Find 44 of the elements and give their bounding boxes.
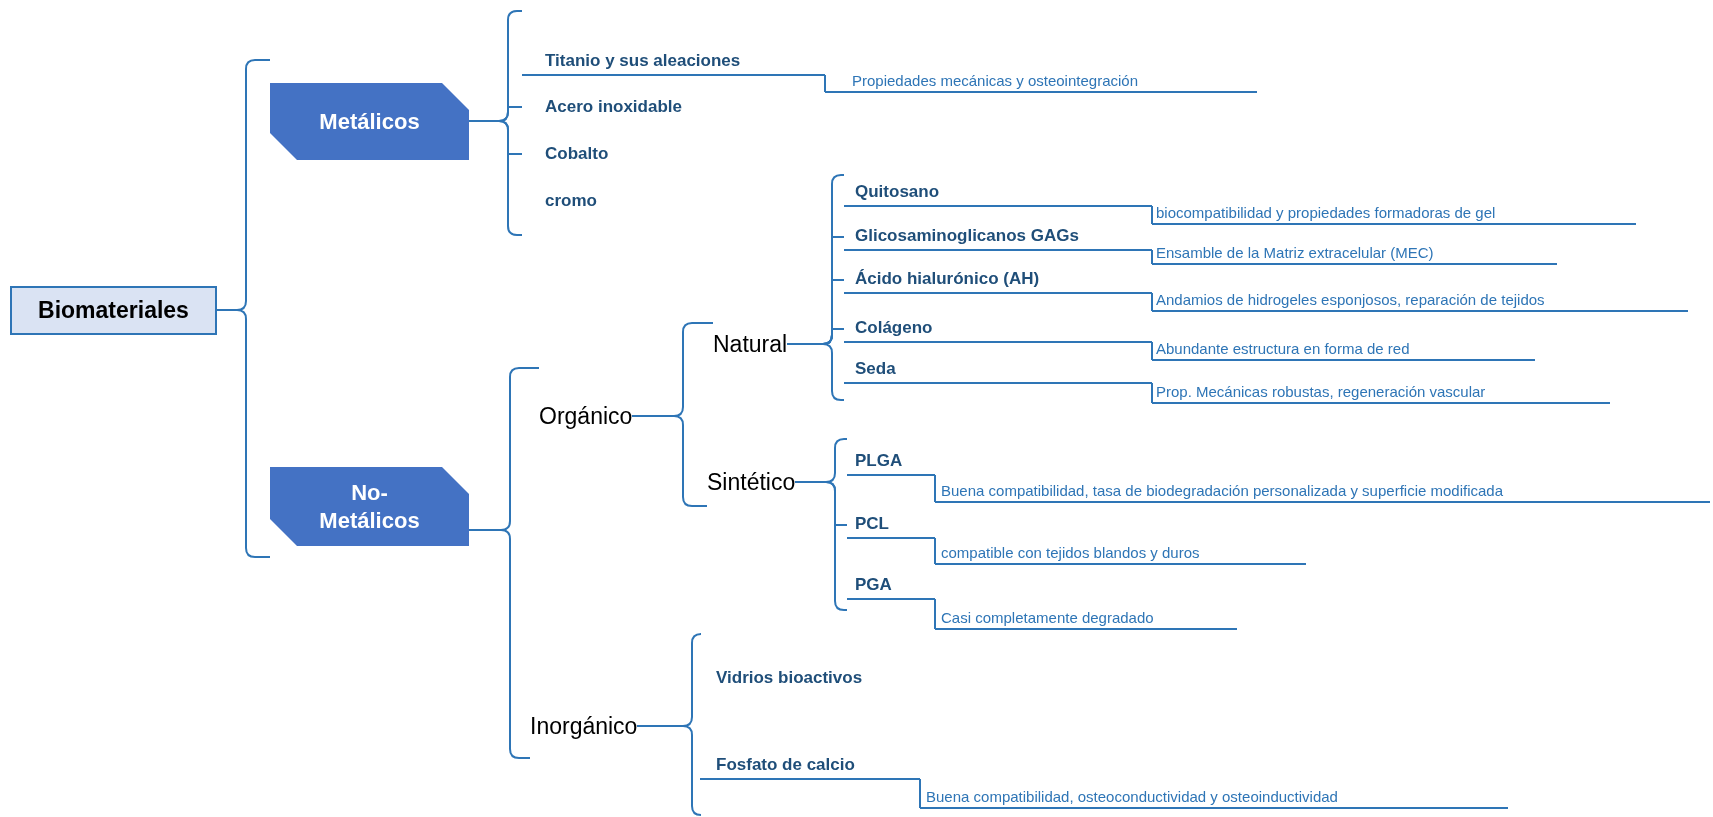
step-connector	[1151, 292, 1153, 312]
property-note: Propiedades mecánicas y osteointegración	[825, 71, 1257, 93]
property-note: Prop. Mecánicas robustas, regeneración vascular	[1152, 382, 1610, 404]
property-note: Abundante estructura en forma de red	[1152, 339, 1535, 361]
material-item: Acero inoxidable	[522, 94, 682, 120]
material-item: Glicosaminoglicanos GAGs	[844, 223, 1152, 251]
material-item: Fosfato de calcio	[700, 752, 920, 780]
material-item: Vidrios bioactivos	[700, 665, 863, 691]
material-item: Cobalto	[522, 141, 609, 167]
material-item: PLGA	[847, 448, 935, 476]
step-connector	[1151, 382, 1153, 404]
property-note: Andamios de hidrogeles esponjosos, reparación de tejidos	[1152, 290, 1688, 312]
property-note: biocompatibilidad y propiedades formadoras de gel	[1152, 203, 1636, 225]
brace-connector	[216, 309, 271, 558]
property-note: Ensamble de la Matriz extracelular (MEC)	[1152, 243, 1557, 265]
step-connector	[1151, 205, 1153, 225]
category-tag: Metálicos	[270, 83, 469, 160]
material-item: Ácido hialurónico (AH)	[844, 266, 1152, 294]
property-note: Buena compatibilidad, tasa de biodegradación personalizada y superficie modificada	[935, 481, 1710, 503]
category-tag: No-Metálicos	[270, 467, 469, 546]
material-item: Quitosano	[844, 179, 1152, 207]
step-connector	[1151, 341, 1153, 361]
property-note: compatible con tejidos blandos y duros	[935, 543, 1306, 565]
material-item: Titanio y sus aleaciones	[522, 48, 825, 76]
brace-connector	[636, 725, 702, 816]
material-item: cromo	[522, 188, 597, 214]
step-connector	[919, 778, 921, 809]
topic-box: Biomateriales	[10, 286, 217, 335]
step-connector	[824, 74, 826, 93]
category-label: Natural	[713, 328, 788, 360]
property-note: Buena compatibilidad, osteoconductividad y osteoinductividad	[920, 787, 1508, 809]
step-connector	[934, 537, 936, 565]
category-label: Inorgánico	[530, 710, 638, 742]
category-label: Sintético	[707, 466, 796, 498]
property-note: Casi completamente degradado	[935, 608, 1237, 630]
category-label: Orgánico	[539, 400, 633, 432]
step-connector	[1151, 249, 1153, 265]
step-connector	[934, 598, 936, 630]
material-item: PCL	[847, 511, 935, 539]
material-item: Colágeno	[844, 315, 1152, 343]
material-item: Seda	[844, 356, 1152, 384]
material-item: PGA	[847, 572, 935, 600]
step-connector	[934, 474, 936, 503]
brace-connector	[631, 415, 708, 507]
